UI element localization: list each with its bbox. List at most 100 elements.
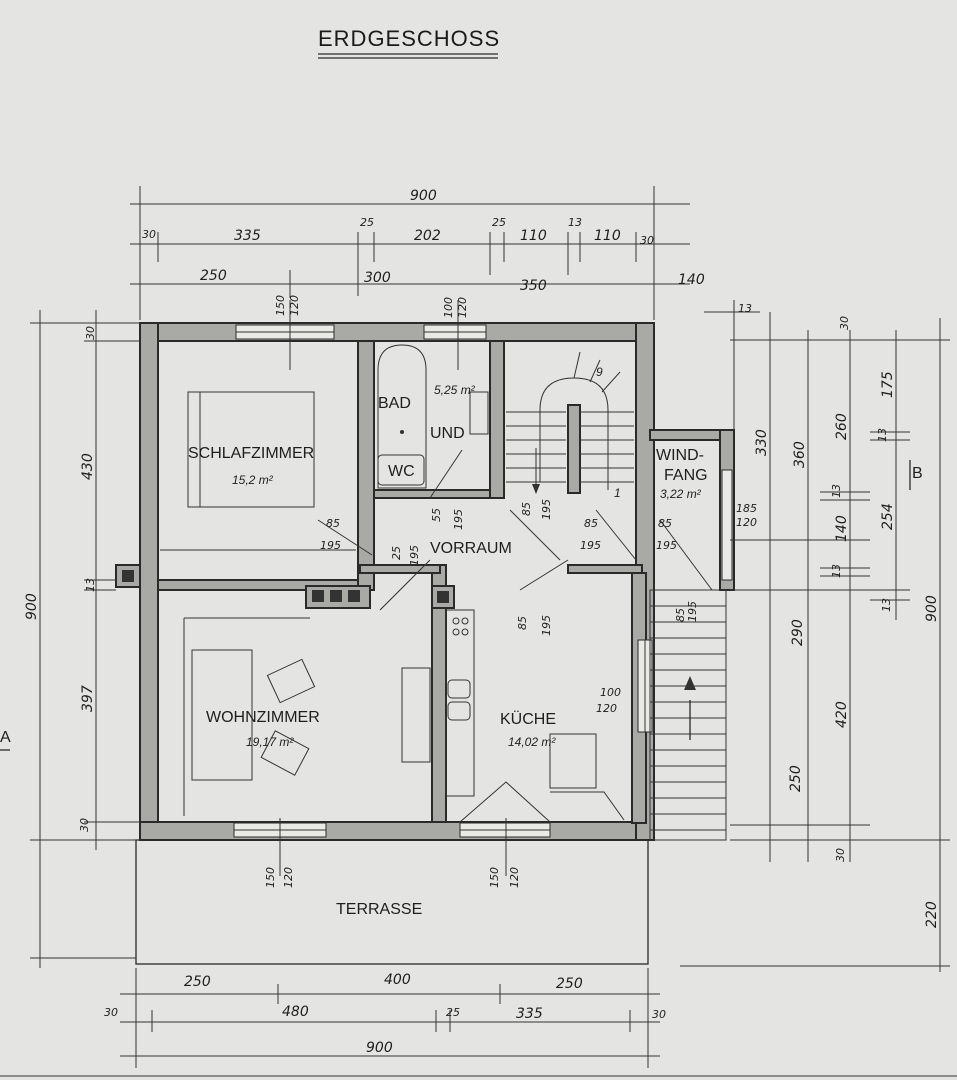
dim-left-3: 397 [80, 685, 96, 712]
room-wohnzimmer-name: WOHNZIMMER [206, 709, 320, 726]
external-steps [649, 589, 727, 841]
wc [377, 454, 425, 486]
dim-door-bad-a: 55 [430, 508, 443, 522]
room-kueche-name: KÜCHE [500, 710, 556, 728]
dim-win-bad-a: 100 [442, 297, 455, 318]
dim-right-d-3: 13 [830, 564, 843, 578]
dim-door-wf1-b: 195 [580, 539, 601, 552]
opening-dims: 150 120 100 120 85 195 55 195 25 195 85 … [264, 295, 757, 888]
dim-right-b-0: 360 [792, 441, 808, 468]
dim-win-wohn-bottom-b: 120 [282, 867, 295, 888]
dimension-lines-left [30, 310, 140, 968]
room-windfang-name: WIND- [656, 447, 704, 464]
terrace-outline [135, 839, 649, 965]
room-schlafzimmer-name: SCHLAFZIMMER [188, 445, 314, 462]
dim-win-wohn-bottom-a: 150 [264, 867, 277, 888]
dim-top-r1-5: 110 [520, 228, 547, 244]
room-bad-name-2: UND [430, 425, 465, 442]
dim-win-kueche-side-b: 120 [596, 702, 617, 715]
dim-right-a-2: 250 [788, 765, 804, 792]
dim-top-r2-1: 300 [364, 270, 391, 286]
stair-landing-label: 1 [614, 486, 621, 500]
door-swings [317, 449, 713, 823]
dim-door-wf3-a: 85 [674, 608, 687, 622]
dim-door-wf-ext-a: 185 [736, 502, 757, 515]
dim-door-schlaf-a: 85 [326, 517, 340, 530]
dim-bottom-r1-1: 400 [384, 972, 411, 988]
dim-top-r1-1: 335 [234, 228, 261, 244]
room-bad-name: BAD [378, 395, 411, 412]
dim-win-kueche-bottom-a: 150 [488, 867, 501, 888]
dim-right-c-3: 13 [830, 484, 843, 498]
dim-door-wf3-b: 195 [686, 601, 699, 622]
dim-right-d-1: 13 [876, 428, 889, 442]
dim-left-1: 430 [80, 453, 96, 480]
dim-bottom-r2-2: 25 [446, 1006, 460, 1019]
dim-top-r2-0: 250 [200, 268, 227, 284]
dim-door-wf-ext-b: 120 [736, 516, 757, 529]
dim-win-schlaf-b: 120 [288, 295, 301, 316]
room-vorraum-name: VORRAUM [430, 540, 512, 557]
dim-win-bad-b: 120 [456, 297, 469, 318]
dim-door-kueche-a: 85 [516, 616, 529, 630]
room-bad-area: 5,25 m² [434, 383, 476, 397]
room-terrasse-name: TERRASSE [336, 901, 422, 918]
dim-right-total: 900 [924, 595, 940, 622]
dim-left-4: 30 [78, 818, 91, 832]
dim-bottom-r2-1: 480 [282, 1004, 309, 1020]
dim-left-total: 900 [24, 593, 40, 620]
living-furniture [183, 617, 431, 816]
stair-step-label: 9 [596, 365, 603, 379]
dim-door-wohn-b: 195 [408, 545, 421, 566]
dim-right-b-2: 30 [834, 848, 847, 862]
dim-right-c-1: 260 [834, 413, 850, 440]
dim-bottom-total: 900 [366, 1040, 393, 1056]
dim-door-wf2-a: 85 [658, 517, 672, 530]
dim-win-kueche-side-a: 100 [600, 686, 621, 699]
dim-left-2: 13 [84, 578, 97, 592]
dim-right-d-4: 13 [880, 598, 893, 612]
dim-right-d-2: 254 [880, 503, 896, 530]
windows [233, 324, 733, 838]
dim-door-bad-b: 195 [452, 509, 465, 530]
dim-win-kueche-bottom-b: 120 [508, 867, 521, 888]
bed [160, 391, 356, 551]
room-schlafzimmer-area: 15,2 m² [232, 473, 274, 487]
wc-label: WC [388, 463, 415, 480]
dim-bottom-r2-3: 335 [516, 1006, 543, 1022]
plan-title: ERDGESCHOSS [318, 26, 500, 51]
washbasin [469, 391, 489, 435]
dim-bottom-r1-0: 250 [184, 974, 211, 990]
dim-top-r1-0: 30 [142, 228, 156, 241]
dim-top-r1-2: 25 [360, 216, 374, 229]
dimension-lines-bottom [120, 968, 660, 1068]
dim-door-stair-b: 195 [540, 499, 553, 520]
dim-door-schlaf-b: 195 [320, 539, 341, 552]
room-kueche-area: 14,02 m² [508, 735, 556, 749]
room-windfang-name-2: FANG [664, 467, 708, 484]
dim-door-stair-a: 85 [520, 502, 533, 516]
dim-top-r1-4: 25 [492, 216, 506, 229]
dim-right-a-0: 330 [754, 429, 770, 456]
dim-top-r1-3: 202 [414, 228, 441, 244]
dim-door-wf2-b: 195 [656, 539, 677, 552]
dim-right-terrace: 220 [924, 901, 940, 928]
dim-top-r2-2: 350 [520, 278, 547, 294]
dim-bottom-r1-2: 250 [556, 976, 583, 992]
dim-bottom-r2-4: 30 [652, 1008, 666, 1021]
dim-right-c-2: 140 [834, 515, 850, 542]
bathtub [377, 344, 427, 489]
dim-door-wohn-a: 25 [390, 546, 403, 560]
kitchen-furniture [445, 609, 625, 821]
dim-left-0: 30 [84, 326, 97, 340]
dim-door-kueche-b: 195 [540, 615, 553, 636]
section-label-a: A [0, 729, 11, 746]
room-windfang-area: 3,22 m² [660, 487, 702, 501]
section-label-b: B [912, 465, 923, 482]
dim-top-r1-6: 13 [568, 216, 582, 229]
dim-right-a-1: 290 [790, 619, 806, 646]
dim-right-b-1: 420 [834, 701, 850, 728]
dim-win-schlaf-a: 150 [274, 295, 287, 316]
dim-top-right-13: 13 [738, 302, 752, 315]
